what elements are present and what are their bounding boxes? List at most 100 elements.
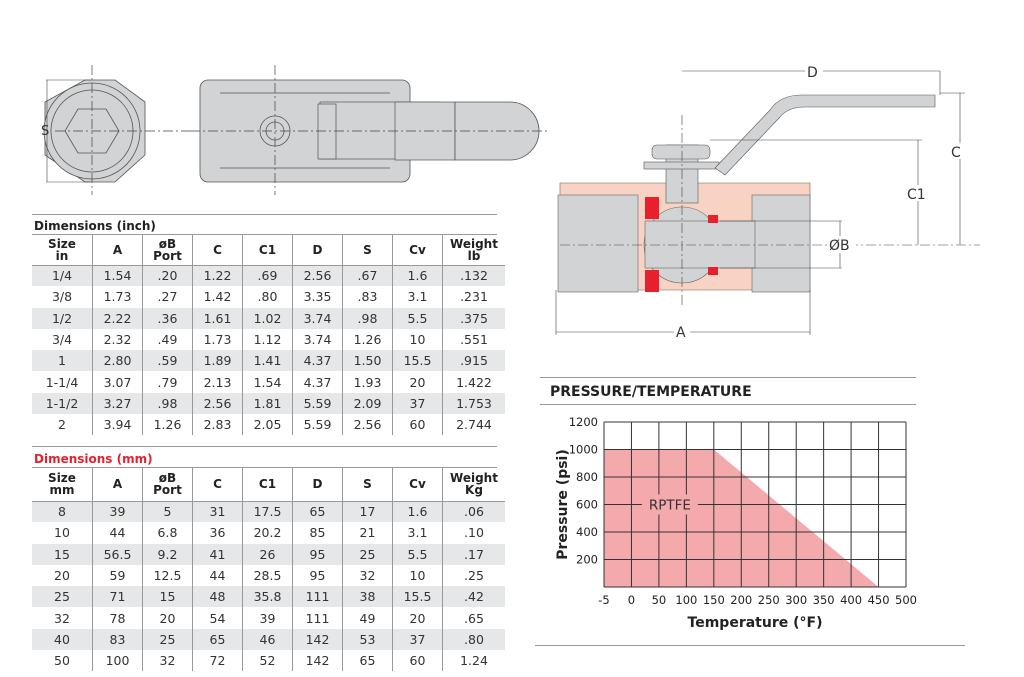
column-header-text: S bbox=[363, 242, 372, 257]
table-cell: 53 bbox=[342, 628, 393, 651]
column-header-text: mm bbox=[49, 483, 75, 498]
table-cell: 2.22 bbox=[92, 307, 143, 329]
column-header-text: Cv bbox=[409, 242, 426, 257]
column-header: D bbox=[292, 235, 343, 265]
table-cell: 2.56 bbox=[292, 265, 343, 287]
table-cell: 2.13 bbox=[192, 371, 243, 393]
table-cell: 20 bbox=[392, 371, 443, 393]
column-header-text: D bbox=[312, 477, 323, 492]
x-tick-label: 250 bbox=[758, 593, 780, 607]
column-header: C bbox=[192, 468, 243, 501]
column-header: Cv bbox=[392, 468, 443, 501]
column-header: A bbox=[92, 235, 143, 265]
table-cell: .42 bbox=[442, 586, 505, 608]
table-cell: 38 bbox=[342, 586, 393, 608]
table-cell: 3.07 bbox=[92, 371, 143, 393]
table-cell: 39 bbox=[92, 501, 143, 523]
table-cell: 32 bbox=[142, 650, 193, 672]
dimension-s-label: S bbox=[41, 124, 49, 139]
y-axis-label: Pressure (psi) bbox=[555, 449, 571, 560]
table-cell: 15 bbox=[142, 586, 193, 608]
divider bbox=[32, 467, 497, 468]
table-cell: 1.89 bbox=[192, 350, 243, 372]
column-header-text: øB bbox=[158, 471, 177, 486]
table-cell: .10 bbox=[442, 522, 505, 544]
valve-side-view-drawing bbox=[190, 65, 550, 195]
table-cell: 15 bbox=[32, 543, 93, 565]
table-cell: 39 bbox=[242, 607, 293, 629]
y-tick-label: 1000 bbox=[569, 443, 598, 457]
table-cell: 52 bbox=[242, 650, 293, 672]
x-tick-label: 150 bbox=[703, 593, 725, 607]
x-tick-label: 350 bbox=[813, 593, 835, 607]
table-cell: 1-1/4 bbox=[45, 374, 79, 390]
table-cell: 1.422 bbox=[442, 371, 505, 393]
table-cell: 3.74 bbox=[292, 307, 343, 329]
table-cell: 3/4 bbox=[51, 332, 73, 348]
table-cell: 44 bbox=[92, 522, 143, 544]
table-cell: 10 bbox=[392, 564, 443, 587]
table-cell: 78 bbox=[92, 607, 143, 629]
table-cell: 1.12 bbox=[242, 328, 293, 351]
table-cell: 46 bbox=[242, 628, 293, 651]
column-header-text: Size bbox=[48, 236, 76, 251]
table-cell: 3/8 bbox=[51, 289, 73, 305]
table-cell: 35.8 bbox=[242, 586, 293, 608]
valve-section-drawing: D C C1 ØB A bbox=[555, 65, 980, 341]
table-cell: 36 bbox=[192, 522, 243, 544]
table-cell: 1.42 bbox=[192, 286, 243, 308]
table-cell: 100 bbox=[92, 650, 143, 672]
column-header-text: in bbox=[55, 248, 69, 263]
table-cell: .69 bbox=[242, 265, 293, 287]
table-cell: 5.5 bbox=[392, 543, 443, 565]
table-cell: 32 bbox=[342, 564, 393, 587]
table-cell: 28.5 bbox=[242, 564, 293, 587]
table-cell: 12.5 bbox=[142, 564, 193, 587]
table-cell: 1.26 bbox=[342, 328, 393, 351]
table-cell: 26 bbox=[242, 543, 293, 565]
y-tick-label: 200 bbox=[576, 553, 598, 567]
x-tick-label: -5 bbox=[598, 593, 609, 607]
table-cell: 95 bbox=[292, 543, 343, 565]
table-cell: 1.93 bbox=[342, 371, 393, 393]
table-cell: 1/2 bbox=[32, 307, 93, 329]
table-cell: 1.61 bbox=[192, 307, 243, 329]
table-cell: 20 bbox=[392, 607, 443, 629]
table-cell: 25 bbox=[342, 543, 393, 565]
column-header: C1 bbox=[242, 468, 293, 501]
table-cell: 1.22 bbox=[192, 265, 243, 287]
table-cell: 31 bbox=[192, 501, 243, 523]
table-cell: 111 bbox=[292, 586, 343, 608]
table-cell: 1.54 bbox=[242, 371, 293, 393]
table-cell: 1.73 bbox=[92, 286, 143, 308]
table-cell: 60 bbox=[392, 650, 443, 672]
y-tick-label: 800 bbox=[576, 470, 598, 484]
column-header-text: C bbox=[213, 242, 222, 257]
table-cell: 142 bbox=[292, 650, 343, 672]
table-cell: 15.5 bbox=[392, 350, 443, 372]
valve-end-view-drawing: S bbox=[41, 65, 190, 195]
table-cell: .20 bbox=[142, 265, 193, 287]
table-cell: 2.744 bbox=[442, 414, 505, 436]
table-cell: .231 bbox=[442, 286, 505, 308]
table-cell: .80 bbox=[242, 286, 293, 308]
table-cell: .17 bbox=[442, 543, 505, 565]
table-cell: 50 bbox=[54, 653, 70, 669]
column-header-text: Size bbox=[48, 471, 76, 486]
table-cell: 40 bbox=[32, 628, 93, 651]
column-header-text: S bbox=[363, 477, 372, 492]
table-cell: 95 bbox=[292, 564, 343, 587]
table-cell: 3.1 bbox=[392, 286, 443, 308]
table-cell: .25 bbox=[442, 564, 505, 587]
